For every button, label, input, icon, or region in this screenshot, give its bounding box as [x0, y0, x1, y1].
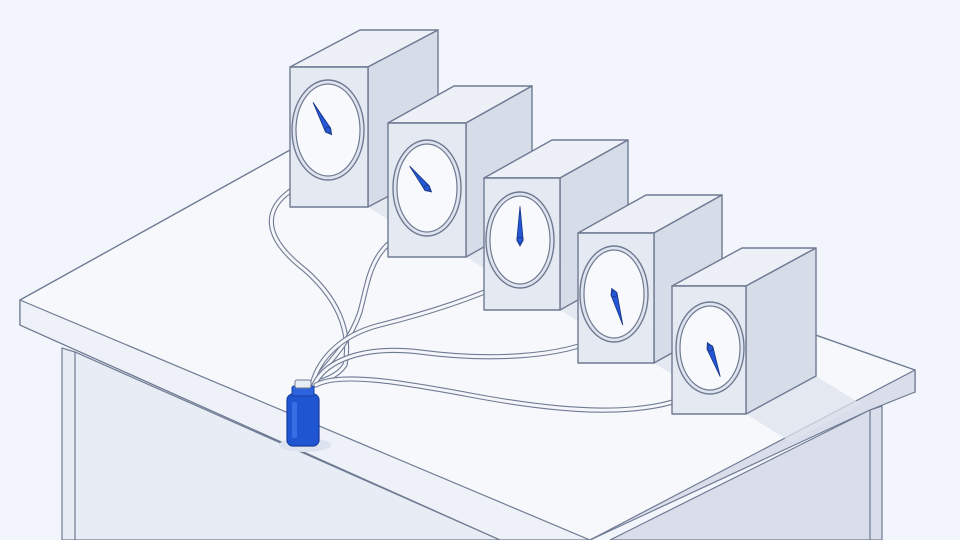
bottle-highlight [292, 402, 297, 438]
tube-icon [312, 333, 608, 387]
tube-icon [310, 278, 514, 387]
gauge-pivot [324, 126, 332, 134]
tube-icon [308, 224, 420, 387]
gauges [289, 29, 817, 415]
gauge-shadow [746, 376, 861, 442]
gauge-pivot [706, 344, 714, 352]
bottle-icon [286, 393, 320, 447]
tube-icon [269, 173, 349, 387]
gauge-pivot [610, 290, 618, 298]
tubes [268, 172, 705, 413]
bottle-cap [294, 379, 312, 389]
bottle [279, 379, 331, 452]
gauge-box [671, 247, 817, 415]
gauge-pivot [423, 184, 431, 192]
gauge-needle [312, 101, 333, 136]
tube-icon [314, 377, 704, 412]
gauge-needle [610, 287, 624, 326]
gauge-needle [516, 206, 524, 247]
table-body-right [609, 405, 883, 540]
gauge-pivot [516, 236, 524, 244]
